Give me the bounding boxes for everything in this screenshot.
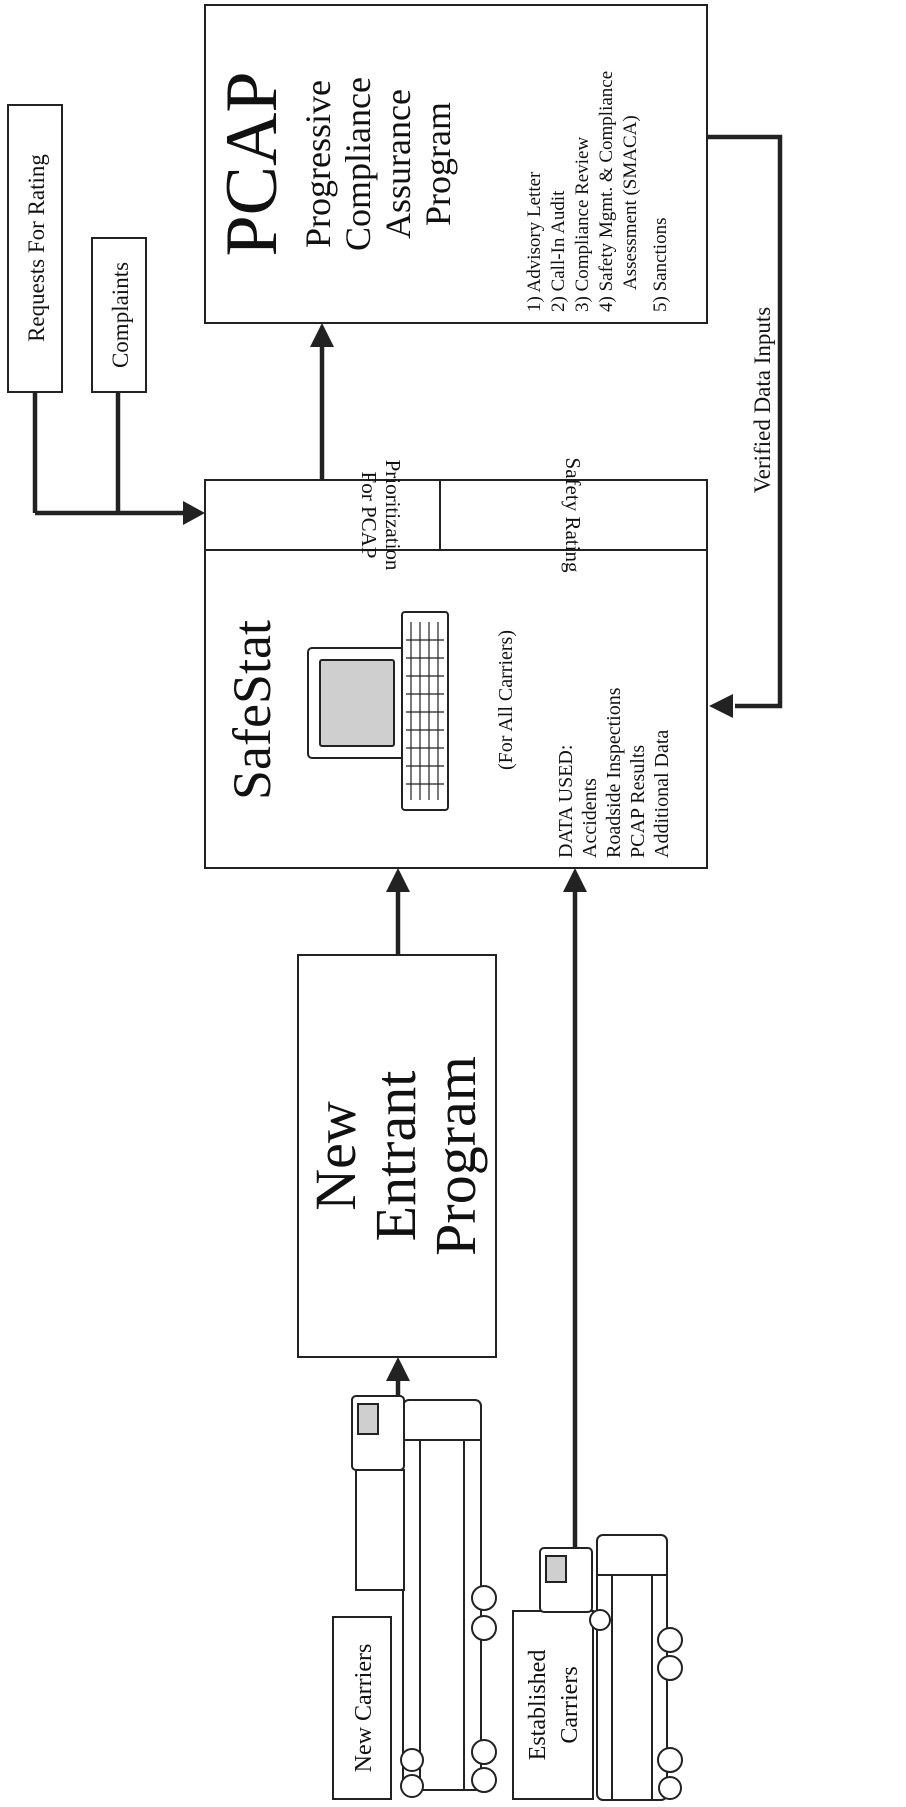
- data-used-item-2: Roadside Inspections: [603, 687, 625, 858]
- pcap-arrowhead: [310, 323, 334, 347]
- pcap-step-4: 4) Safety Mgmt. & Compliance: [596, 71, 617, 312]
- verified-data-inputs-label: Verified Data Inputs: [750, 307, 775, 494]
- new-entrant-line-1: New: [303, 1101, 368, 1211]
- data-used-heading: DATA USED:: [555, 745, 577, 858]
- requests-for-rating-label: Requests For Rating: [24, 154, 49, 342]
- pcap-step-4-continued: Assessment (SMACA): [620, 115, 641, 290]
- pcap-line-4: Program: [418, 102, 458, 226]
- pcap-line-1: Progressive: [298, 80, 338, 248]
- established-carriers-line-2: Carriers: [557, 1666, 583, 1743]
- established-carriers-line-1: Established: [525, 1650, 551, 1761]
- prioritization-line-1: Prioritization: [381, 460, 405, 571]
- safety-rating-label: Safety Rating: [561, 458, 585, 573]
- pcap-line-2: Compliance: [338, 77, 378, 251]
- pcap-step-3: 3) Compliance Review: [572, 137, 593, 312]
- established-arrowhead: [563, 868, 587, 892]
- new-entrant-line-3: Program: [423, 1056, 488, 1256]
- pcap-step-1: 1) Advisory Letter: [524, 171, 545, 312]
- pcap-step-2: 2) Call-In Audit: [548, 190, 569, 312]
- prioritization-line-2: For PCAP: [357, 472, 381, 559]
- complaints-label: Complaints: [108, 262, 133, 368]
- new-entrant-line-2: Entrant: [363, 1071, 428, 1242]
- data-used-item-1: Accidents: [579, 778, 601, 858]
- pcap-line-3: Assurance: [378, 89, 418, 239]
- new-carriers-label: New Carriers: [351, 1644, 377, 1773]
- safestat-scope: (For All Carriers): [495, 630, 517, 770]
- safestat-feedback-arrowhead: [709, 694, 733, 718]
- inputs-arrowhead: [183, 501, 205, 525]
- data-used-item-4: Additional Data: [651, 730, 673, 858]
- data-used-item-3: PCAP Results: [627, 745, 649, 858]
- new-entrant-arrowhead: [386, 868, 410, 892]
- new-entrant-input-arrowhead: [386, 1357, 410, 1381]
- pcap-step-5: 5) Sanctions: [650, 218, 671, 312]
- pcap-acronym: PCAP: [211, 71, 293, 256]
- safestat-title: SafeStat: [222, 620, 282, 800]
